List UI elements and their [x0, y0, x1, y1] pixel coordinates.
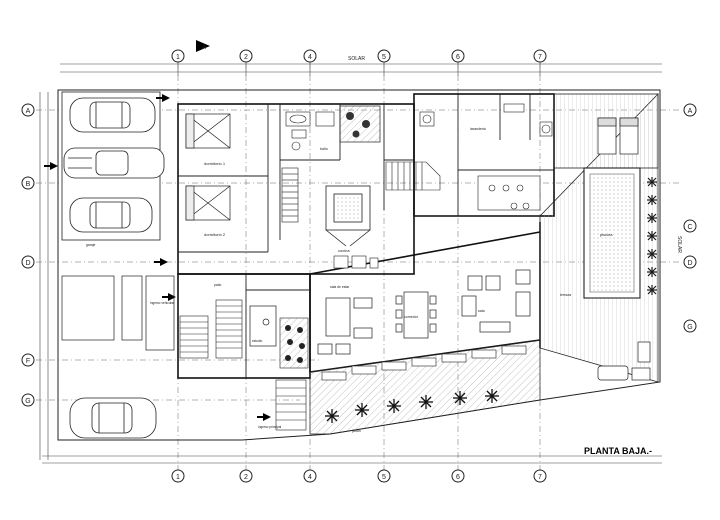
room-label-lavanderia: lavanderia — [470, 127, 486, 131]
sun-loungers — [597, 117, 639, 155]
svg-text:2: 2 — [244, 474, 248, 481]
svg-text:B: B — [26, 181, 31, 188]
lower-left-planters — [61, 275, 175, 351]
room-label-garaje: garaje — [86, 243, 96, 247]
svg-text:5: 5 — [382, 54, 386, 61]
bed-2 — [185, 185, 231, 221]
svg-text:7: 7 — [538, 474, 542, 481]
car-4 — [69, 397, 157, 439]
bottom-dimension-lines — [42, 455, 662, 464]
axis-1-bottom: 1 — [171, 469, 185, 483]
estudio-block — [249, 305, 277, 347]
living-sofas — [461, 269, 531, 333]
front-steps — [275, 379, 307, 431]
bathroom-fixtures — [285, 103, 553, 151]
svg-text:2: 2 — [244, 54, 248, 61]
axis-C-right: C — [683, 219, 697, 233]
room-label-piscina: piscina — [600, 232, 613, 237]
parked-cars — [63, 97, 165, 439]
axis-B-left: B — [21, 176, 35, 190]
section-marker: A — [196, 40, 210, 52]
pool-water — [589, 173, 635, 293]
front-seats — [333, 255, 379, 269]
room-label-sala-estar: sala de estar — [330, 285, 350, 289]
axis-7-top: 7 — [533, 49, 547, 63]
axis-7-bottom: 7 — [533, 469, 547, 483]
axis-G-left: G — [21, 393, 35, 407]
car-1 — [69, 97, 156, 133]
interior-planter — [279, 317, 309, 369]
room-label-terraza: terraza — [560, 293, 571, 297]
car-2 — [63, 147, 165, 179]
garden-benches — [321, 345, 527, 381]
stairs-upper-right — [385, 161, 441, 191]
svg-text:A: A — [26, 108, 31, 115]
svg-text:G: G — [687, 324, 692, 331]
axis-4-top: 4 — [303, 49, 317, 63]
column-axis-bubbles: 1 2 4 5 6 7 1 2 4 5 6 7 — [171, 49, 547, 483]
palm-trees-right — [647, 177, 657, 295]
car-3 — [69, 197, 153, 233]
svg-text:F: F — [26, 358, 30, 365]
svg-text:5: 5 — [382, 474, 386, 481]
row-axis-bubbles-right: A C D G — [683, 103, 697, 333]
row-axis-bubbles-left: A B D F G — [21, 103, 35, 407]
room-label-jardin: jardin — [351, 429, 361, 433]
stairs-central — [281, 167, 299, 223]
axis-D-right: D — [683, 255, 697, 269]
axis-1-top: 1 — [171, 49, 185, 63]
right-axis-label: SOLAR — [676, 236, 682, 253]
terrace-lounge — [597, 341, 651, 381]
svg-text:C: C — [687, 224, 692, 231]
left-dimension-lines — [39, 92, 49, 460]
stairs-lower-left — [179, 299, 243, 359]
svg-text:D: D — [25, 260, 30, 267]
label-ingreso-vehicular: ingreso vehicular — [150, 301, 175, 305]
axis-5-top: 5 — [377, 49, 391, 63]
axis-D-left: D — [21, 255, 35, 269]
axis-2-top: 2 — [239, 49, 253, 63]
dining-table — [395, 291, 437, 339]
svg-text:1: 1 — [176, 474, 180, 481]
room-label-cocina: cocina — [338, 248, 350, 253]
axis-A-left: A — [21, 103, 35, 117]
svg-text:1: 1 — [176, 54, 180, 61]
svg-text:A: A — [688, 108, 693, 115]
sala-estar-furniture — [317, 297, 373, 355]
svg-text:4: 4 — [308, 54, 312, 61]
axis-2-bottom: 2 — [239, 469, 253, 483]
svg-text:4: 4 — [308, 474, 312, 481]
room-label-dormitorio-2: dormitorio 2 — [204, 232, 226, 237]
entrance-arrows — [44, 94, 271, 421]
interior-walls — [178, 94, 554, 378]
room-label-dormitorio-1: dormitorio 1 — [204, 161, 226, 166]
axis-4-bottom: 4 — [303, 469, 317, 483]
axis-A-right: A — [683, 103, 697, 117]
top-planter — [339, 105, 381, 143]
drawing-title: PLANTA BAJA.- — [584, 446, 652, 456]
axis-F-left: F — [21, 353, 35, 367]
room-label-comedor: comedor — [404, 315, 419, 319]
svg-text:G: G — [25, 398, 30, 405]
svg-text:7: 7 — [538, 54, 542, 61]
palm-trees-garden — [325, 389, 499, 423]
svg-text:A: A — [202, 45, 206, 51]
kitchen-island — [325, 185, 371, 247]
axis-G-right: G — [683, 319, 697, 333]
room-label-patio: patio — [214, 283, 221, 287]
bed-1 — [185, 113, 231, 149]
room-label-sala: sala — [478, 309, 485, 313]
top-axis-label: SOLAR — [348, 56, 365, 62]
svg-text:D: D — [687, 260, 692, 267]
axis-6-top: 6 — [451, 49, 465, 63]
room-label-bano: baño — [320, 147, 328, 151]
svg-text:6: 6 — [456, 474, 460, 481]
axis-5-bottom: 5 — [377, 469, 391, 483]
axis-6-bottom: 6 — [451, 469, 465, 483]
svg-text:6: 6 — [456, 54, 460, 61]
kitchen-counter — [477, 175, 541, 211]
label-ingreso-principal: ingreso principal — [258, 425, 282, 429]
room-label-estudio: estudio — [252, 339, 263, 343]
